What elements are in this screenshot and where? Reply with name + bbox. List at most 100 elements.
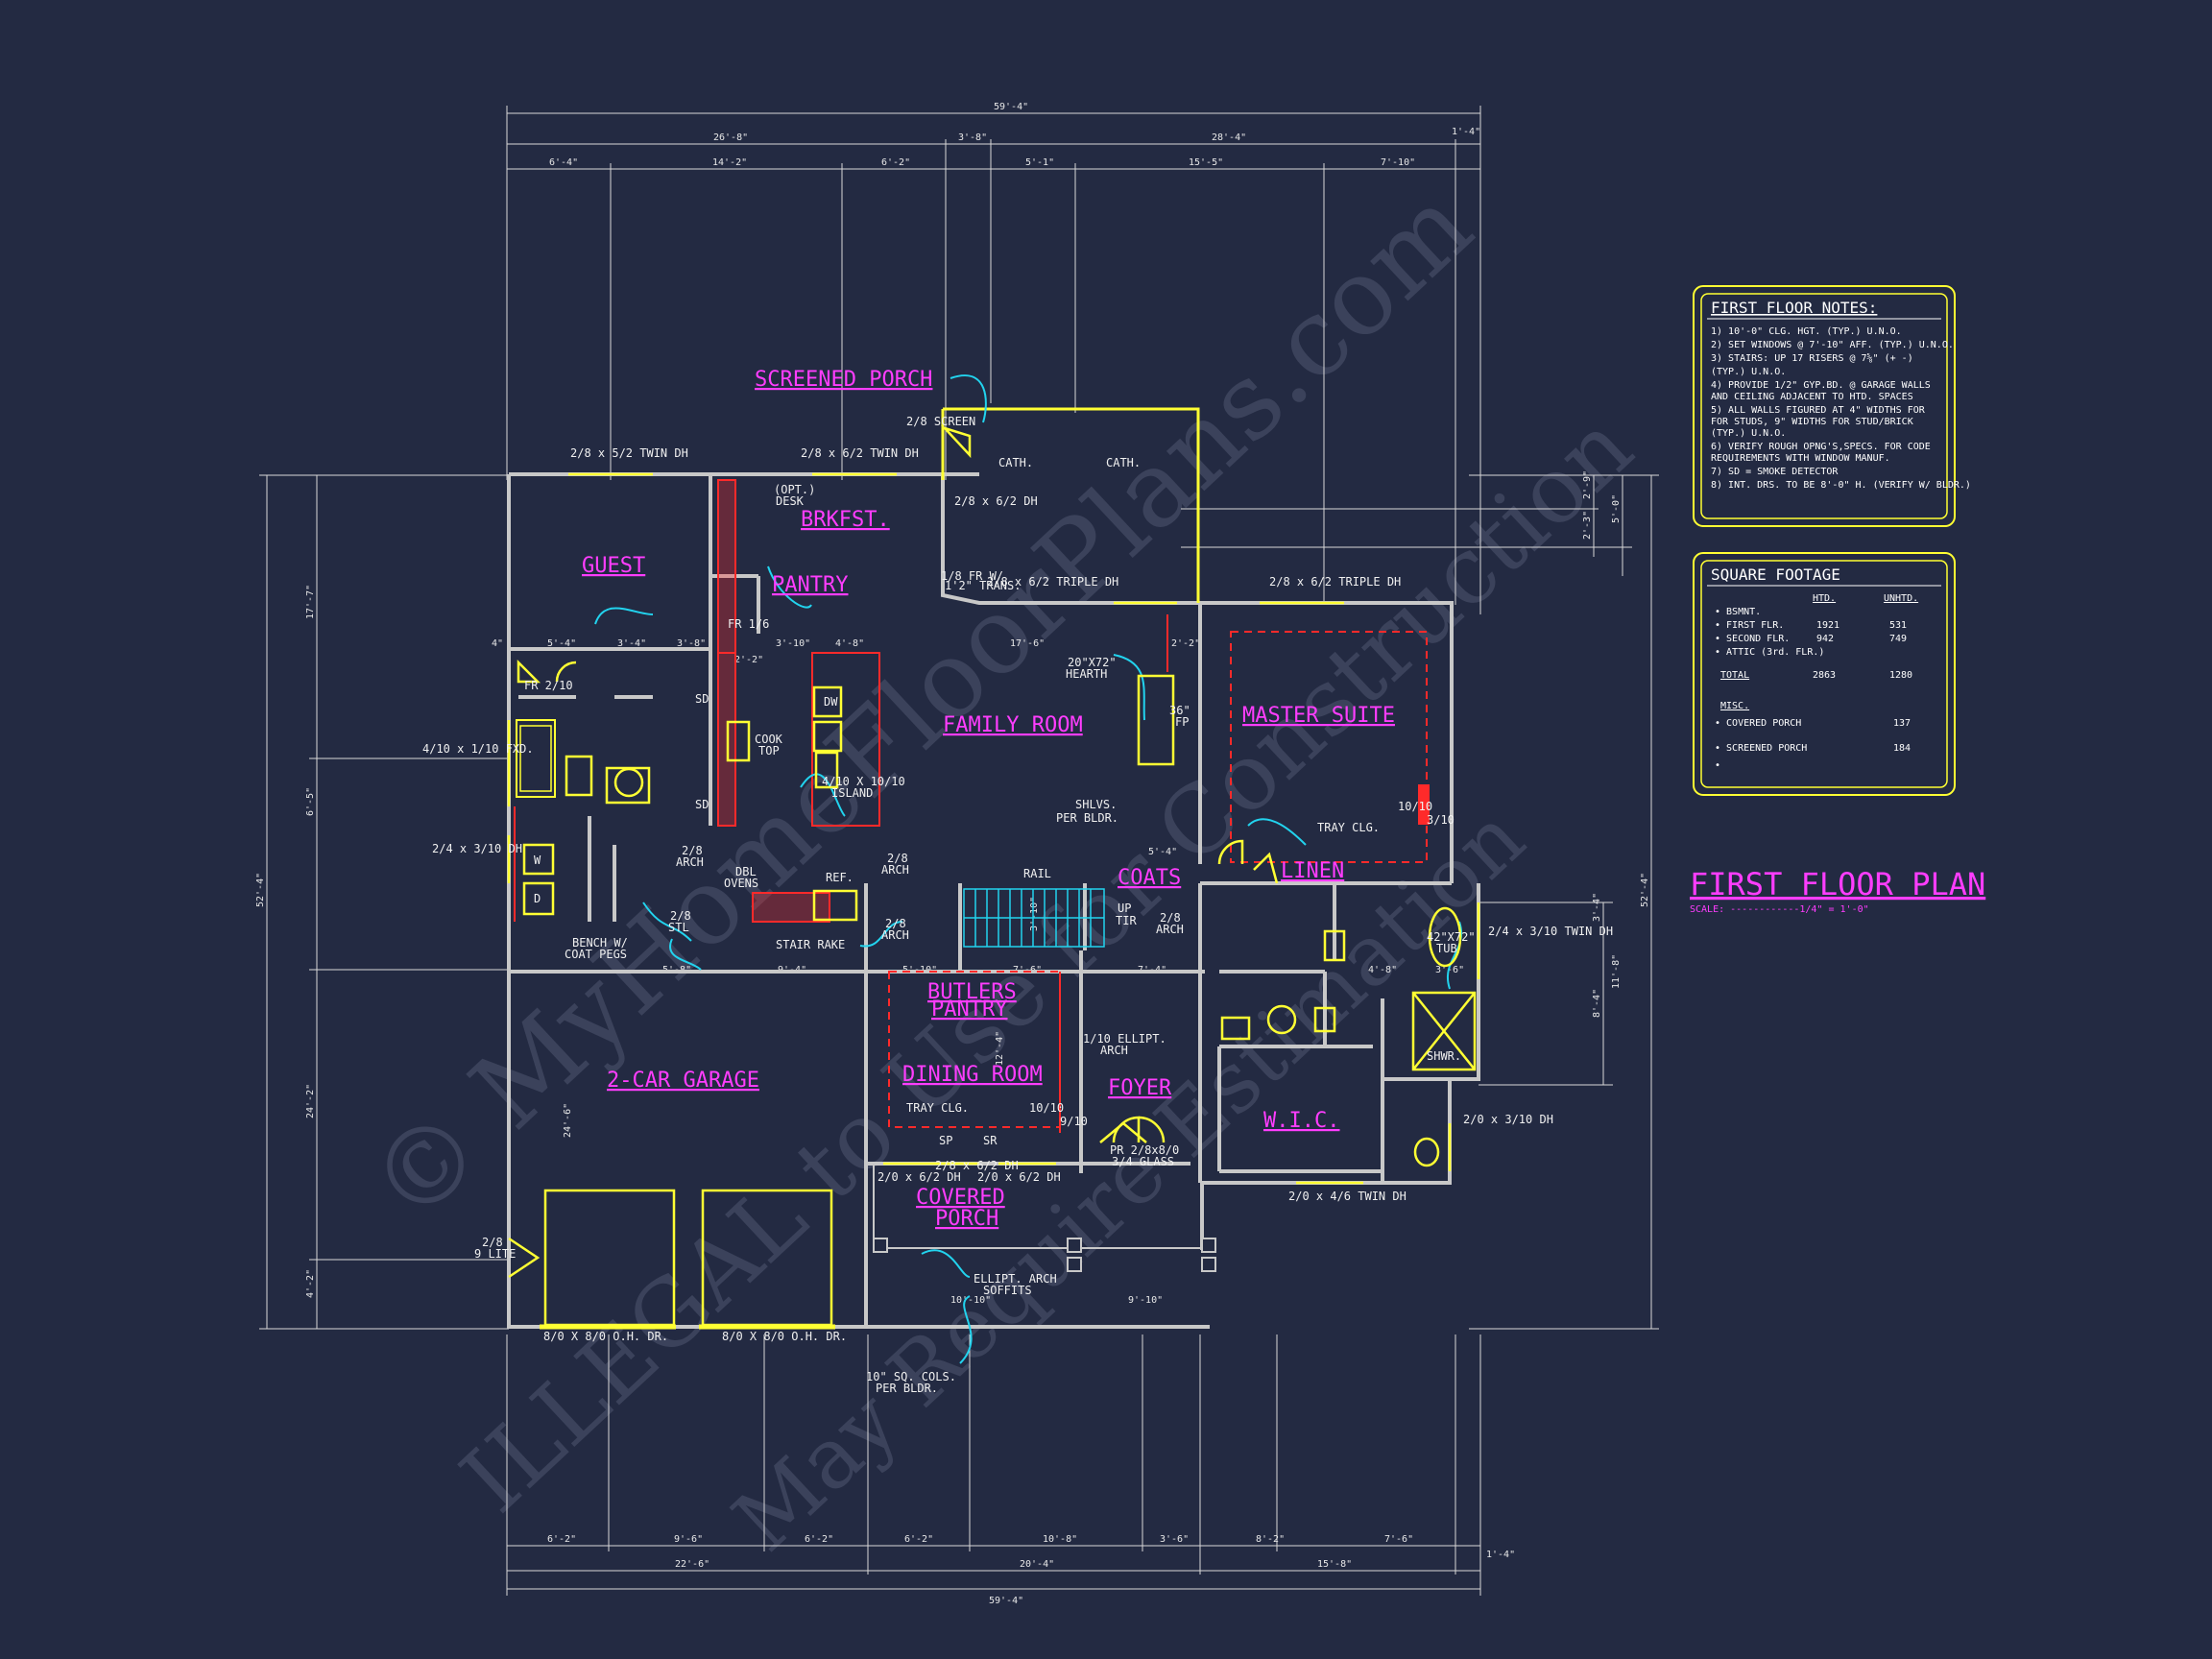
notes-title: FIRST FLOOR NOTES:	[1711, 299, 1877, 317]
label-door: 2/8	[482, 1236, 503, 1249]
label-window: 2/0 x 6/2 DH	[878, 1170, 961, 1184]
label-window: 2/0 x 4/6 TWIN DH	[1288, 1190, 1407, 1203]
plan-title: FIRST FLOOR PLAN	[1690, 866, 1985, 902]
sqft-row-htd: 1921	[1816, 620, 1839, 631]
room-butlers: BUTLERS	[927, 980, 1017, 1004]
dim-interior: 9'-10"	[1128, 1295, 1163, 1306]
label-fireplace: FP	[1175, 715, 1189, 729]
label-tray-ceiling: TRAY CLG.	[1317, 821, 1380, 834]
note-line: 4) PROVIDE 1/2" GYP.BD. @ GARAGE WALLS	[1711, 380, 1931, 391]
dim-left-overall: 52'-4"	[255, 873, 266, 907]
dim-overall-bottom: 59'-4"	[989, 1596, 1023, 1606]
room-family: FAMILY ROOM	[943, 713, 1083, 737]
room-covered-porch: PORCH	[935, 1207, 998, 1231]
note-line: 5) ALL WALLS FIGURED AT 4" WIDTHS FOR	[1711, 405, 1926, 416]
label-garage-door: 8/0 X 8/0 O.H. DR.	[722, 1330, 847, 1343]
sqft-total-htd: 2863	[1813, 670, 1836, 681]
dim-bottom: 15'-8"	[1317, 1559, 1352, 1570]
label-garage-door: 8/0 X 8/0 O.H. DR.	[543, 1330, 668, 1343]
label-stair-rake: STAIR RAKE	[776, 938, 845, 951]
label-door: 1/8 FR W/	[941, 569, 1003, 583]
sqft-row-unhtd: 531	[1889, 620, 1907, 631]
label-tub: 42"X72"	[1427, 930, 1476, 944]
room-pantry: PANTRY	[772, 573, 848, 597]
room-garage: 2-CAR GARAGE	[607, 1069, 759, 1093]
label-window: 2/8 x 6/2 DH	[935, 1159, 1019, 1172]
dim-top: 3'-8"	[958, 132, 987, 143]
label-window: 2/8 x 6/2 TRIPLE DH	[987, 575, 1118, 589]
note-line: 1) 10'-0" CLG. HGT. (TYP.) U.N.O.	[1711, 326, 1902, 337]
dim-top: 7'-10"	[1381, 157, 1415, 168]
sqft-misc-value: 184	[1893, 743, 1911, 754]
dim-top: 1'-4"	[1452, 127, 1480, 137]
red-accents	[514, 479, 1430, 1133]
sqft-row-unhtd: 749	[1889, 634, 1907, 644]
note-line: FOR STUDS, 9" WIDTHS FOR STUD/BRICK	[1711, 417, 1913, 427]
label-columns: 10" SQ. COLS.	[866, 1370, 956, 1383]
top-dimensions: 59'-4" 26'-8" 3'-8" 28'-4" 1'-4" 6'-4" 1…	[549, 102, 1480, 168]
dim-right: 3'-4"	[1592, 893, 1602, 922]
dim-bottom: 8'-2"	[1256, 1534, 1285, 1545]
label-arch: ARCH	[881, 863, 909, 877]
sqft-misc-value: 137	[1893, 718, 1911, 729]
sqft-col-heated: HTD.	[1813, 593, 1836, 604]
label-arch: ARCH	[1156, 923, 1184, 936]
room-covered: COVERED	[916, 1186, 1005, 1210]
sqft-row-label: • ATTIC (3rd. FLR.)	[1715, 647, 1824, 658]
dim-interior: 24'-6"	[563, 1103, 573, 1138]
windows-doors	[507, 425, 1480, 1330]
sqft-row-htd: 942	[1816, 634, 1834, 644]
first-floor-notes-panel: FIRST FLOOR NOTES: 1) 10'-0" CLG. HGT. (…	[1693, 285, 1971, 527]
room-guest: GUEST	[582, 554, 645, 578]
label-door: FR 2/10	[524, 679, 573, 692]
label-tray-ceiling: TRAY CLG.	[906, 1101, 969, 1115]
label-soffit: ELLIPT. ARCH	[974, 1272, 1057, 1286]
label-hearth: HEARTH	[1066, 667, 1107, 681]
room-foyer: FOYER	[1108, 1076, 1172, 1100]
label-window: 2/8 x 6/2 DH	[954, 494, 1038, 508]
dim-right-overall: 52'-4"	[1640, 873, 1650, 907]
label-shelves: SHLVS.	[1075, 798, 1117, 811]
dim-right: 8'-4"	[1592, 989, 1602, 1018]
dim-interior: 3'-10"	[776, 638, 810, 649]
label-arch: ARCH	[676, 855, 704, 869]
label-ovens: DBL	[735, 865, 757, 878]
note-line: 6) VERIFY ROUGH OPNG'S,SPECS. FOR CODE	[1711, 442, 1931, 452]
label-rail: RAIL	[1023, 867, 1051, 880]
label-desk: (OPT.)	[774, 483, 815, 496]
sqft-misc-label: • SCREENED PORCH	[1715, 743, 1807, 754]
plan-title-block: FIRST FLOOR PLAN SCALE: ------------1/4"…	[1690, 866, 1985, 915]
label-door: 2/8	[670, 909, 691, 923]
dim-interior: 12'-4"	[995, 1031, 1005, 1066]
sqft-total-label: TOTAL	[1720, 670, 1749, 681]
room-labels: SCREENED PORCH GUEST BRKFST. PANTRY FAMI…	[582, 368, 1395, 1231]
label-arch: 1/10 ELLIPT.	[1083, 1032, 1166, 1046]
label-arch: 2/8	[885, 917, 906, 930]
dim-overall-top: 59'-4"	[994, 102, 1028, 112]
label-dishwasher: DW	[824, 695, 838, 709]
dim-bottom: 7'-6"	[1384, 1534, 1413, 1545]
label-desk: DESK	[776, 494, 805, 508]
label-window: 4/10 x 1/10 FXD.	[422, 742, 534, 756]
dimension-lines	[259, 106, 1659, 1596]
note-line: 3) STAIRS: UP 17 RISERS @ 7⅝" (+ -)	[1711, 352, 1913, 364]
covered-porch-outline	[873, 1164, 1216, 1272]
label-shower: SHWR.	[1427, 1049, 1461, 1063]
room-coats: COATS	[1118, 866, 1181, 890]
label-ref: REF.	[826, 871, 854, 884]
dim-right: 2'-9"	[1582, 470, 1593, 499]
sqft-row-label: • SECOND FLR.	[1715, 634, 1790, 644]
label-smoke-detector: SD	[695, 798, 709, 811]
label-door: 1'2" TRANS.	[945, 579, 1021, 592]
label-clg: 10/10	[1398, 800, 1432, 813]
label-screen: 2/8 SCREEN	[906, 415, 975, 428]
dim-bottom: 6'-2"	[904, 1534, 933, 1545]
label-window: 2/0 x 6/2 DH	[977, 1170, 1061, 1184]
dim-left: 4'-2"	[305, 1269, 316, 1298]
label-window: 2/4 x 3/10 TWIN DH	[1488, 925, 1613, 938]
label-arch: ARCH	[881, 928, 909, 942]
dim-bottom: 20'-4"	[1020, 1559, 1054, 1570]
note-line: 8) INT. DRS. TO BE 8'-0" H. (VERIFY W/ B…	[1711, 480, 1971, 491]
dim-left: 24'-2"	[305, 1084, 316, 1118]
dim-right: 2'-3"	[1582, 511, 1593, 540]
